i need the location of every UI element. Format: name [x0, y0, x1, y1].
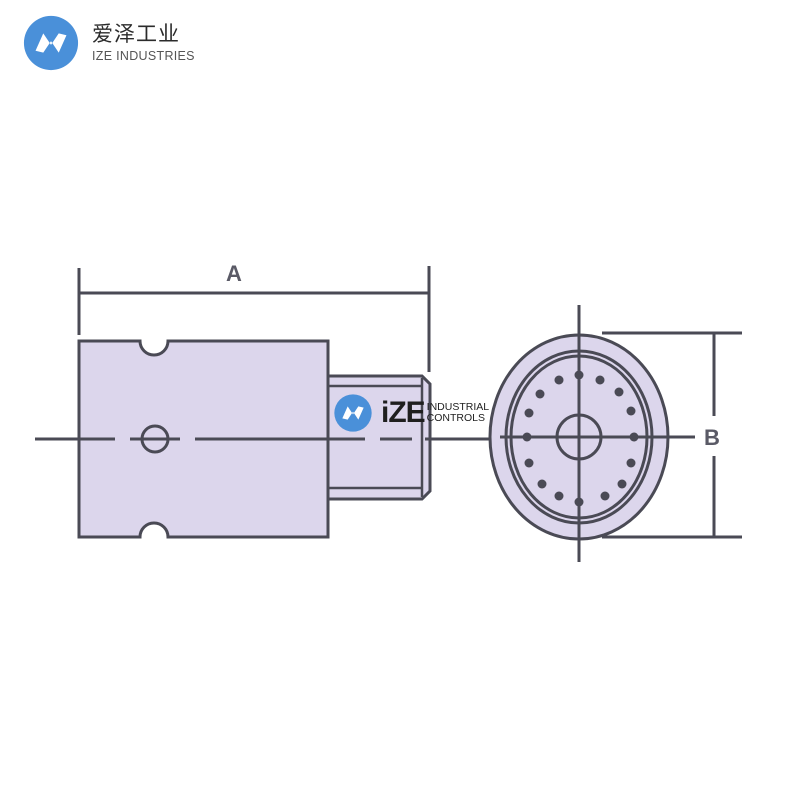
end-view — [488, 305, 695, 562]
bolt-holes — [522, 370, 639, 507]
watermark-line2: CONTROLS — [426, 412, 486, 424]
dimension-b-label: B — [704, 425, 720, 450]
brand-logo: 爱泽工业 IZE INDUSTRIES — [22, 14, 195, 72]
brand-name-en: IZE INDUSTRIES — [92, 49, 195, 63]
dimension-a-label: A — [226, 261, 242, 286]
ize-watermark-icon — [334, 394, 372, 432]
brand-name-cn: 爱泽工业 — [92, 22, 180, 46]
watermark-line1: INDUSTRIAL — [426, 401, 490, 413]
watermark: iZE INDUSTRIAL CONTROLS — [333, 393, 489, 433]
watermark-mark: iZE — [381, 396, 426, 429]
ize-logo-icon — [23, 15, 79, 71]
dimension-a — [77, 266, 431, 372]
